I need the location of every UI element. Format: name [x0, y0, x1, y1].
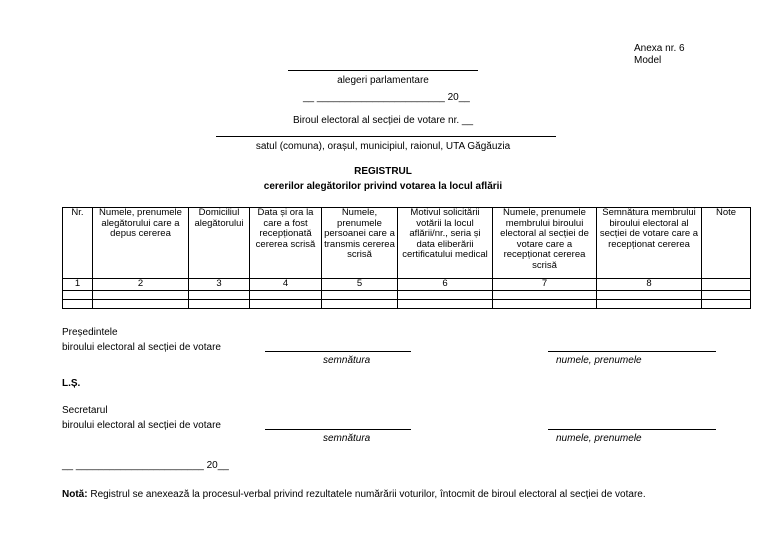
locality-caption: satul (comuna), orașul, municipiul, raio… — [255, 141, 511, 152]
election-type: alegeri parlamentare — [337, 75, 429, 86]
table-cell[interactable] — [249, 298, 322, 309]
table-row — [62, 289, 751, 300]
president-name-line[interactable] — [548, 351, 716, 352]
column-number: 1 — [62, 278, 93, 291]
table-cell[interactable] — [92, 298, 189, 309]
column-number: 8 — [596, 278, 702, 291]
secretary-title: Secretarul — [62, 405, 108, 416]
table-cell[interactable] — [596, 289, 702, 300]
annex-model: Model — [634, 55, 662, 66]
election-blank-line[interactable] — [288, 70, 478, 71]
table-header-row: Nr. Numele, prenumele alegătorului care … — [62, 207, 751, 279]
col-header-received-datetime: Data și ora la care a fost recepționată … — [249, 207, 322, 279]
table-cell[interactable] — [188, 298, 250, 309]
col-header-domicile: Domiciliul alegătorului — [188, 207, 250, 279]
president-name-caption: numele, prenumele — [556, 355, 642, 366]
column-number: 7 — [492, 278, 597, 291]
president-signature-line[interactable] — [265, 351, 411, 352]
table-row — [62, 298, 751, 309]
table-cell[interactable] — [701, 289, 751, 300]
note-label: Notă: — [62, 489, 88, 500]
column-number — [701, 278, 751, 291]
register-subtitle: cererilor alegătorilor privind votarea l… — [263, 181, 503, 192]
table-cell[interactable] — [596, 298, 702, 309]
column-number-row: 1 2 3 4 5 6 7 8 — [62, 278, 751, 291]
col-header-nr: Nr. — [62, 207, 93, 279]
table-cell[interactable] — [62, 289, 93, 300]
secretary-name-caption: numele, prenumele — [556, 433, 642, 444]
register-title: REGISTRUL — [354, 166, 412, 177]
bureau-title: Biroul electoral al secției de votare nr… — [292, 115, 474, 126]
table-cell[interactable] — [397, 298, 493, 309]
col-header-voter-name: Numele, prenumele alegătorului care a de… — [92, 207, 189, 279]
col-header-reason: Motivul solicitării votării la locul afl… — [397, 207, 493, 279]
secretary-signature-caption: semnătura — [323, 433, 371, 444]
president-title: Președintele — [62, 327, 118, 338]
locality-blank-line[interactable] — [216, 136, 556, 137]
table-cell[interactable] — [397, 289, 493, 300]
col-header-member-name: Numele, prenumele membrului biroului ele… — [492, 207, 597, 279]
footer-date-line: __ _______________________ 20__ — [62, 460, 229, 471]
table-cell[interactable] — [321, 289, 398, 300]
register-table: Nr. Numele, prenumele alegătorului care … — [62, 207, 751, 309]
table-cell[interactable] — [188, 289, 250, 300]
president-bureau: biroului electoral al secției de votare — [62, 342, 221, 353]
table-cell[interactable] — [249, 289, 322, 300]
table-cell[interactable] — [492, 289, 597, 300]
table-cell[interactable] — [492, 298, 597, 309]
table-cell[interactable] — [701, 298, 751, 309]
table-cell[interactable] — [62, 298, 93, 309]
col-header-member-signature: Semnătura membrului biroului electoral a… — [596, 207, 702, 279]
col-header-sender-name: Numele, prenumele persoanei care a trans… — [321, 207, 398, 279]
table-cell[interactable] — [92, 289, 189, 300]
table-cell[interactable] — [321, 298, 398, 309]
column-number: 2 — [92, 278, 189, 291]
col-header-notes: Note — [701, 207, 751, 279]
header-date-line: __ _______________________ 20__ — [303, 92, 470, 103]
column-number: 3 — [188, 278, 250, 291]
president-signature-caption: semnătura — [323, 355, 371, 366]
secretary-name-line[interactable] — [548, 429, 716, 430]
secretary-signature-line[interactable] — [265, 429, 411, 430]
secretary-bureau: biroului electoral al secției de votare — [62, 420, 221, 431]
stamp-label: L.Ș. — [62, 378, 81, 389]
annex-label: Anexa nr. 6 — [634, 43, 685, 54]
column-number: 6 — [397, 278, 493, 291]
note-text: Registrul se anexează la procesul-verbal… — [87, 489, 646, 500]
column-number: 5 — [321, 278, 398, 291]
note: Notă: Registrul se anexează la procesul-… — [62, 489, 646, 501]
column-number: 4 — [249, 278, 322, 291]
